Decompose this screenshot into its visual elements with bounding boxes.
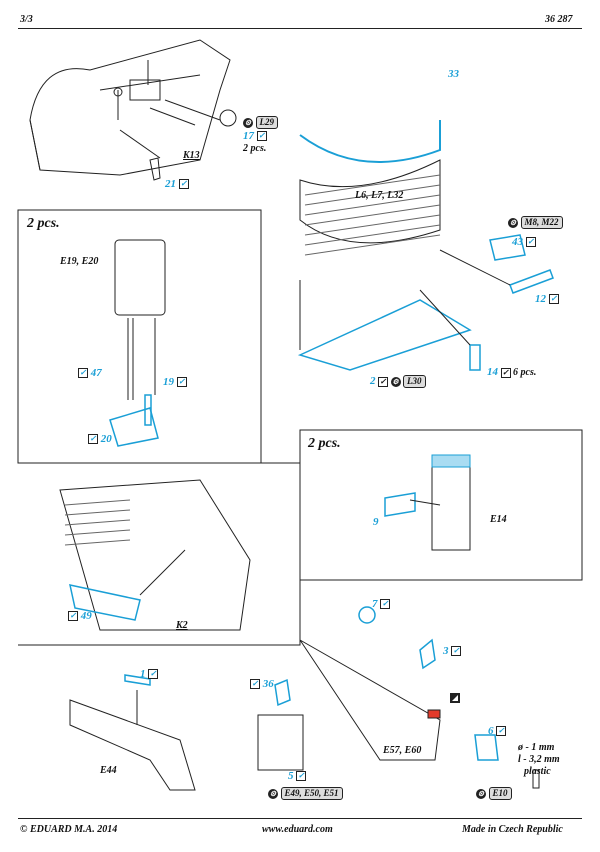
check-icon: ✓ [451, 646, 462, 657]
ref-e44: E44 [100, 765, 117, 776]
jerrycan-shape [114, 239, 166, 316]
panel-step-frame [18, 462, 301, 646]
ref-e14: E14 [490, 514, 507, 525]
check-icon: ✓ [250, 679, 260, 690]
check-icon: ✓ [380, 599, 391, 610]
part33-shape [299, 120, 441, 163]
set-number: 36 287 [545, 14, 573, 25]
part-12-label: 12 ✓ [535, 293, 559, 305]
check-icon: ✓ [525, 237, 536, 248]
part-2-label: 2 ✓ ⚙ L30 [370, 375, 426, 388]
check-icon: ✓ [378, 376, 388, 387]
note-material: plastic [524, 766, 551, 777]
rod-shape [532, 769, 540, 789]
photo-etch-icon: ⚙ [268, 788, 278, 799]
part-17-label: 17 ✓ [243, 130, 267, 142]
copyright: © EDUARD M.A. 2014 [20, 824, 118, 835]
note-diameter: ø - 1 mm [518, 742, 555, 753]
part43-shape [489, 234, 526, 261]
check-icon: ✓ [296, 771, 307, 782]
photo-etch-icon: ⚙ [390, 376, 401, 387]
check-icon: ✓ [548, 294, 559, 305]
part9-shape [384, 492, 416, 517]
part1-shape [124, 674, 151, 686]
check-icon: ✓ [496, 726, 507, 737]
part3-shape [419, 638, 436, 670]
ref-e19-e20: E19, E20 [60, 256, 99, 267]
gun-e57-shape [299, 639, 441, 761]
qty-jerrycan: 2 pcs. [27, 216, 60, 231]
part-5-label: 5 ✓ [288, 770, 307, 782]
ref-k2: K2 [176, 620, 188, 631]
panel-box-frame [299, 429, 583, 581]
gun-e44-shape [69, 699, 196, 791]
check-icon: ✓ [148, 669, 159, 680]
part49-shape [69, 584, 141, 621]
photo-etch-icon: ⚙ [243, 117, 253, 128]
check-icon: ✓ [78, 368, 88, 379]
part6-shape [474, 734, 499, 761]
ref-l29: ⚙ L29 [243, 116, 278, 129]
page-number: 3/3 [20, 14, 33, 25]
footer-rule [18, 818, 582, 819]
part-19-label: 19 ✓ [163, 376, 187, 388]
part-49-label: ✓ 49 [68, 610, 92, 622]
note-length: l - 3,2 mm [518, 754, 560, 765]
ref-e10: ⚙ E10 [476, 787, 512, 800]
hull-shape [29, 39, 231, 176]
origin: Made in Czech Republic [462, 824, 563, 835]
part-21-label: 21 ✓ [165, 178, 189, 190]
part14-shape [469, 344, 481, 371]
ref-l6-l7-l32: L6, L7, L32 [355, 190, 404, 201]
header-rule [18, 28, 582, 29]
part-6-label: 6 ✓ [488, 725, 507, 737]
qty-box: 2 pcs. [308, 436, 341, 451]
check-icon: ✓ [88, 434, 98, 445]
check-icon: ✓ [256, 131, 267, 142]
photo-etch-icon: ⚙ [508, 217, 518, 228]
ammo-can-shape [257, 714, 304, 771]
check-icon: ✓ [500, 367, 511, 378]
ref-k13: K13 [183, 150, 200, 161]
grille-shape [299, 159, 441, 244]
check-icon: ✓ [178, 179, 189, 190]
red-part [427, 709, 441, 719]
part-47-label: ✓ 47 [78, 367, 102, 379]
qty-17: 2 pcs. [243, 143, 267, 154]
ref-e57-e60: E57, E60 [383, 745, 422, 756]
part-36-label: ✓ 36 [250, 678, 274, 690]
part-20-label: ✓ 20 [88, 433, 112, 445]
ref-e49-e50-e51: ⚙ E49, E50, E51 [268, 787, 343, 800]
part-9-label: 9 [373, 516, 379, 528]
ref-m8-m22: ⚙ M8, M22 [508, 216, 563, 229]
part17-shape [219, 109, 237, 127]
part-3-label: 3 ✓ [443, 645, 462, 657]
panel-jerrycan-frame [17, 209, 262, 464]
part-1-label: 1 ✓ [140, 668, 159, 680]
part-43-label: 43 ✓ [512, 236, 536, 248]
part19-shape [144, 394, 152, 426]
fender-shape [59, 479, 251, 631]
part12-shape [509, 269, 554, 294]
part2-shape [297, 299, 472, 371]
part36-shape [274, 678, 291, 707]
check-icon: ✓ [176, 377, 187, 388]
part-7-label: 7 ✓ [372, 598, 391, 610]
photo-etch-icon: ⚙ [476, 788, 486, 799]
part21-shape [149, 157, 161, 181]
part-14-label: 14 ✓ 6 pcs. [487, 366, 537, 378]
part-33-label: 33 [448, 68, 459, 80]
part20-shape [109, 407, 159, 447]
website: www.eduard.com [262, 824, 333, 835]
part7-shape [358, 606, 376, 624]
check-icon: ✓ [68, 611, 78, 622]
